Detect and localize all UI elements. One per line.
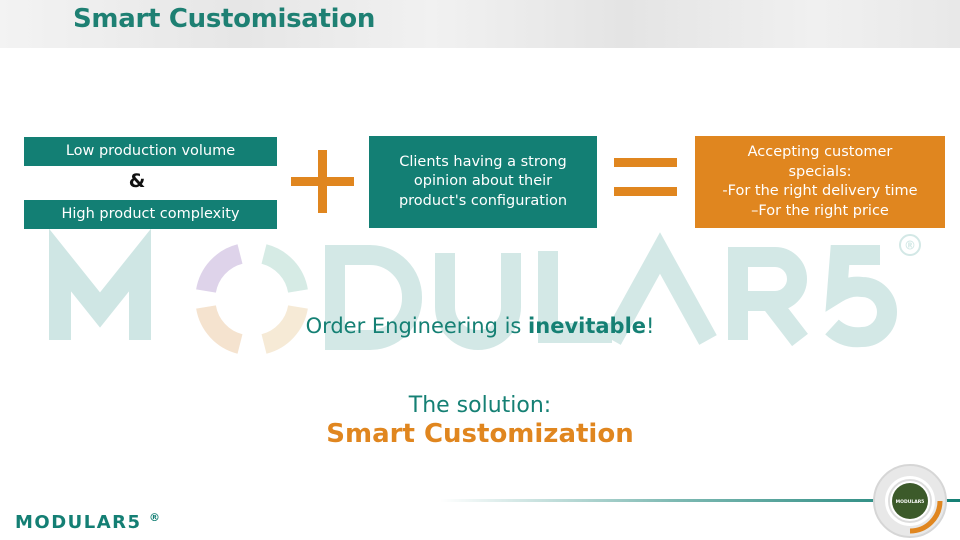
footer-registered-mark: ®: [149, 511, 160, 524]
solution-value: Smart Customization: [326, 419, 634, 449]
statement-punctuation: !: [646, 314, 655, 338]
solution-label: The solution:: [408, 393, 552, 418]
customer-specials-box: Accepting customer specials: -For the ri…: [695, 136, 945, 228]
high-product-complexity-box: High product complexity: [24, 200, 277, 229]
client-opinion-box: Clients having a strong opinion about th…: [369, 136, 597, 228]
badge-text: MODULAR5: [896, 499, 925, 505]
equals-icon: [614, 158, 677, 196]
ampersand: &: [128, 170, 146, 192]
customer-specials-line-3: -For the right delivery time: [722, 183, 918, 199]
low-production-volume-box: Low production volume: [24, 137, 277, 166]
footer-logo: MODULAR5 ®: [15, 511, 160, 533]
plus-icon: [291, 150, 354, 213]
page-title: Smart Customisation: [73, 4, 376, 34]
modular5-badge: MODULAR5: [873, 464, 947, 538]
watermark-registered-mark: ®: [904, 239, 916, 253]
customer-specials-line-4: –For the right price: [751, 202, 889, 219]
footer-divider: [440, 499, 960, 502]
header-band: [0, 0, 960, 48]
low-production-volume-label: Low production volume: [65, 142, 236, 159]
statement-emphasis: inevitable: [528, 314, 647, 338]
high-product-complexity-label: High product complexity: [61, 205, 240, 222]
statement-text: Order Engineering is: [305, 314, 529, 338]
customer-specials-line-1: Accepting customer: [747, 144, 893, 160]
order-engineering-statement: Order Engineering is inevitable!: [0, 314, 960, 338]
footer-logo-text: MODULAR5: [15, 512, 142, 533]
watermark-logo: ®: [49, 228, 921, 354]
client-opinion-text: Clients having a strong opinion about th…: [398, 153, 568, 209]
customer-specials-line-2: specials:: [788, 163, 852, 180]
